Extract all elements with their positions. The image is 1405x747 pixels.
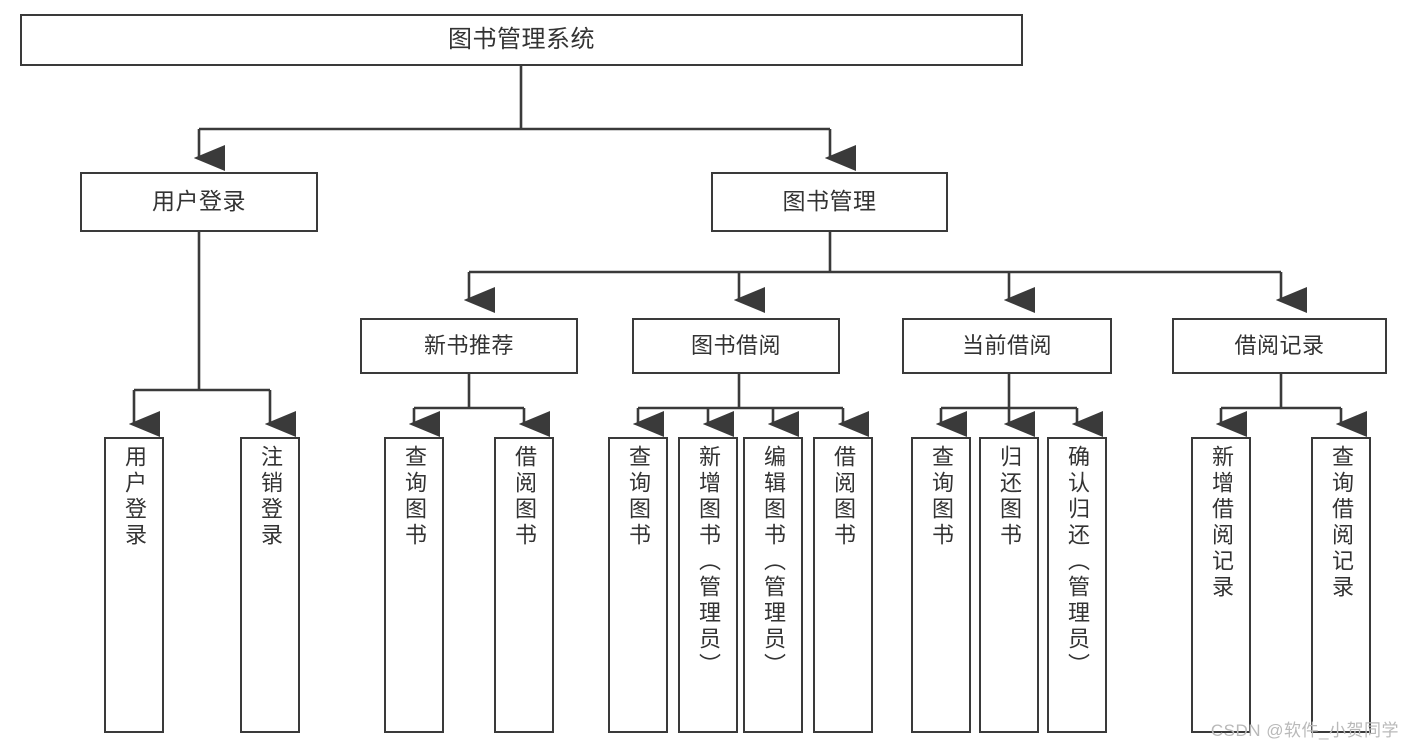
node-label: 借阅记录 [1234, 333, 1325, 359]
leaf-user-login[interactable]: 用户登录 [104, 437, 164, 733]
node-book-borrow[interactable]: 图书借阅 [632, 318, 840, 374]
node-borrow-record[interactable]: 借阅记录 [1172, 318, 1387, 374]
node-label: 新书推荐 [423, 333, 514, 359]
leaf-edit-book-admin[interactable]: 编辑图书（管理员） [743, 437, 803, 733]
node-label: 归还图书 [997, 445, 1022, 549]
node-label: 确认归还（管理员） [1065, 445, 1090, 679]
leaf-return-book[interactable]: 归还图书 [979, 437, 1039, 733]
node-label: 图书借阅 [690, 333, 781, 359]
leaf-query-book-recommend[interactable]: 查询图书 [384, 437, 444, 733]
node-label: 图书管理系统 [448, 25, 595, 53]
node-label: 新增图书（管理员） [696, 445, 721, 679]
node-label: 当前借阅 [961, 333, 1052, 359]
node-label: 编辑图书（管理员） [761, 445, 786, 679]
leaf-query-borrow-record[interactable]: 查询借阅记录 [1311, 437, 1371, 733]
node-label: 查询图书 [402, 445, 427, 549]
node-new-book-recommend[interactable]: 新书推荐 [360, 318, 578, 374]
node-current-borrow[interactable]: 当前借阅 [902, 318, 1112, 374]
leaf-add-book-admin[interactable]: 新增图书（管理员） [678, 437, 738, 733]
leaf-borrow-book[interactable]: 借阅图书 [813, 437, 873, 733]
leaf-add-borrow-record[interactable]: 新增借阅记录 [1191, 437, 1251, 733]
node-label: 查询借阅记录 [1329, 445, 1354, 601]
node-label: 新增借阅记录 [1209, 445, 1234, 601]
leaf-confirm-return-admin[interactable]: 确认归还（管理员） [1047, 437, 1107, 733]
node-label: 查询图书 [929, 445, 954, 549]
node-user-login[interactable]: 用户登录 [80, 172, 318, 232]
node-label: 图书管理 [782, 188, 877, 215]
node-label: 借阅图书 [512, 445, 537, 549]
leaf-query-book-borrow[interactable]: 查询图书 [608, 437, 668, 733]
node-root-system[interactable]: 图书管理系统 [20, 14, 1023, 66]
csdn-watermark: CSDN @软件_小贺同学 [1210, 721, 1399, 740]
leaf-borrow-book-recommend[interactable]: 借阅图书 [494, 437, 554, 733]
leaf-query-book-current[interactable]: 查询图书 [911, 437, 971, 733]
node-label: 用户登录 [152, 188, 246, 215]
node-book-management[interactable]: 图书管理 [711, 172, 948, 232]
node-label: 用户登录 [122, 445, 147, 549]
node-label: 借阅图书 [831, 445, 856, 549]
leaf-logout[interactable]: 注销登录 [240, 437, 300, 733]
node-label: 注销登录 [258, 445, 283, 549]
node-label: 查询图书 [626, 445, 651, 549]
